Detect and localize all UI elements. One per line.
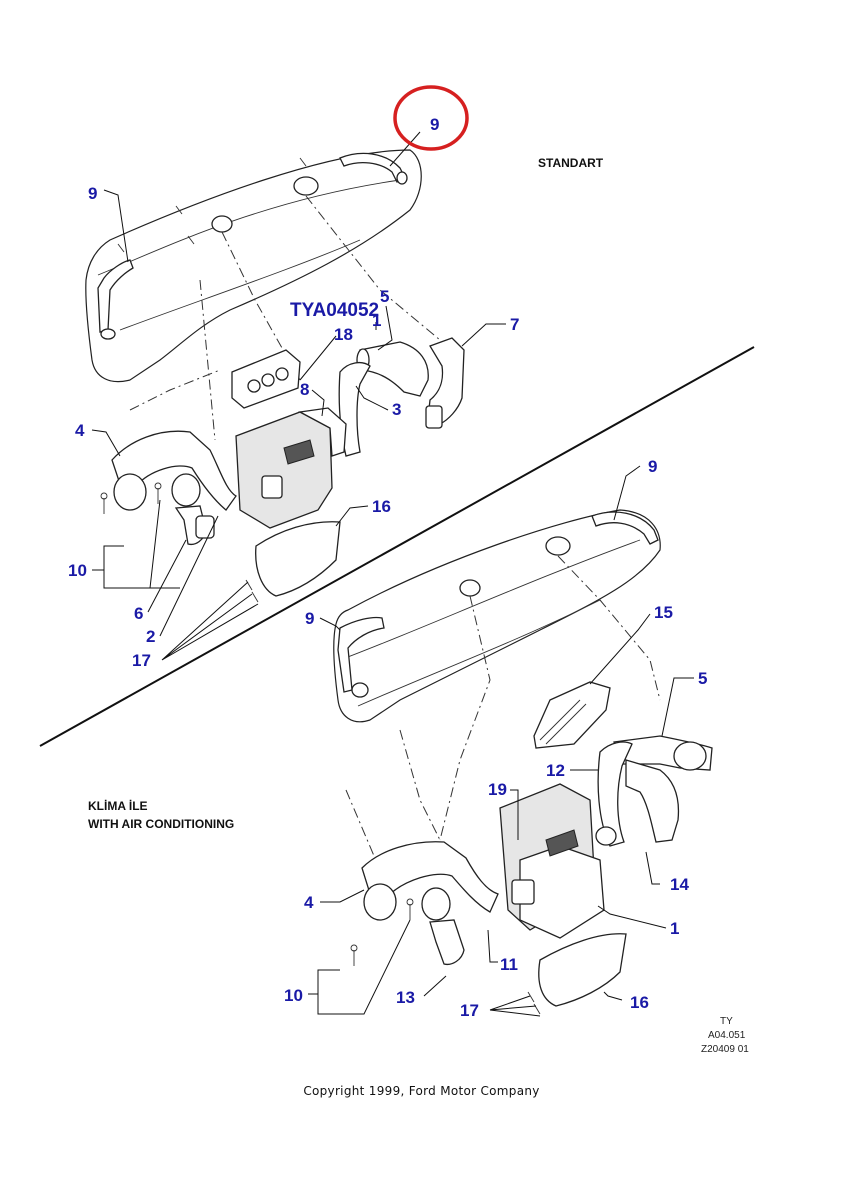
section-divider (39, 346, 755, 747)
callout-top-9-left: 9 (88, 184, 97, 203)
callout-top-8: 8 (300, 380, 309, 399)
highlight-circle (393, 85, 469, 151)
callout-top-1: 1 (372, 311, 381, 330)
bottom-assembly (333, 509, 713, 1015)
ref-code-1: TY (720, 1016, 733, 1027)
part-16-cover (255, 521, 341, 597)
ref-code-3: Z20409 01 (701, 1044, 749, 1055)
callout-top-16: 16 (372, 497, 391, 516)
callout-bottom-14: 14 (670, 875, 689, 894)
copyright-notice: Copyright 1999, Ford Motor Company (303, 1084, 540, 1098)
part-8-heater-box (235, 407, 347, 529)
callout-top-7: 7 (510, 315, 519, 334)
callout-top-17: 17 (132, 651, 151, 670)
callout-bottom-4: 4 (304, 893, 314, 912)
part-number-label: TYA04052 (290, 300, 379, 321)
callout-bottom-12: 12 (546, 761, 565, 780)
callout-top-9-highlighted: 9 (430, 115, 439, 134)
part-15-duct (533, 681, 611, 749)
callout-bottom-19: 19 (488, 780, 507, 799)
callout-bottom-13: 13 (396, 988, 415, 1007)
part-7-duct (425, 337, 465, 429)
callout-bottom-17: 17 (460, 1001, 479, 1020)
ref-code-2: A04.051 (708, 1030, 746, 1041)
callout-bottom-9-right: 9 (648, 457, 657, 476)
callout-top-6: 6 (134, 604, 143, 623)
callout-top-2: 2 (146, 627, 155, 646)
section-label-klima: KLİMA İLE (88, 798, 148, 813)
section-label-with-ac: WITH AIR CONDITIONING (88, 817, 234, 831)
callout-bottom-9-left: 9 (305, 609, 314, 628)
part-1-heater-unit (499, 783, 605, 939)
callout-top-4: 4 (75, 421, 85, 440)
callout-bottom-16: 16 (630, 993, 649, 1012)
callout-bottom-11: 11 (500, 955, 518, 974)
callout-top-5: 5 (380, 287, 389, 306)
section-label-standart: STANDART (538, 156, 604, 170)
part-18-vent-grille (231, 349, 301, 409)
callout-bottom-5: 5 (698, 669, 707, 688)
top-assembly (85, 149, 465, 603)
callout-bottom-15: 15 (654, 603, 673, 622)
callout-top-18: 18 (334, 325, 353, 344)
callout-top-10: 10 (68, 561, 87, 580)
callout-bottom-1: 1 (670, 919, 679, 938)
callout-bottom-10: 10 (284, 986, 303, 1005)
callout-top-3: 3 (392, 400, 401, 419)
part-4-duct-assembly-bottom (361, 841, 499, 966)
leader-lines (91, 131, 694, 1017)
part-4-duct-assembly (111, 430, 237, 546)
